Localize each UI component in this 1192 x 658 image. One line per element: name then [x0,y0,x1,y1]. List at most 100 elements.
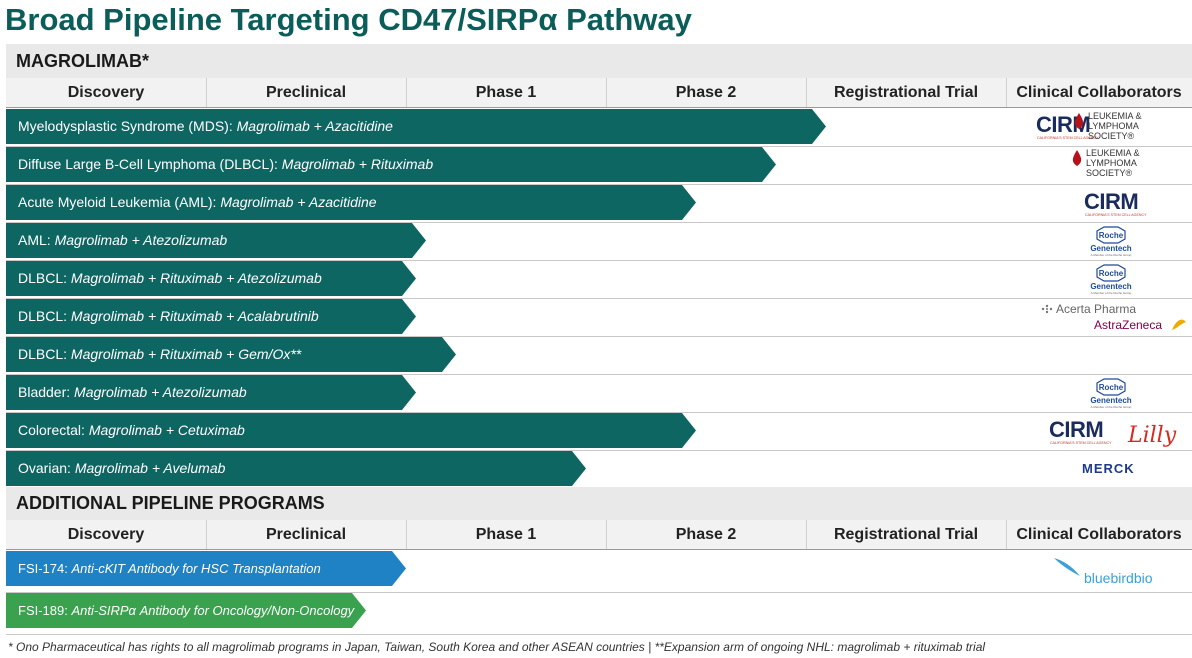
regimen-name: Magrolimab + Atezolizumab [54,232,228,248]
indication-name: Ovarian: [18,460,75,476]
pipeline-row: Diffuse Large B-Cell Lymphoma (DLBCL): M… [6,146,1192,185]
pipeline-progress-bar: Acute Myeloid Leukemia (AML): Magrolimab… [6,185,696,220]
column-header-phase-1: Phase 1 [475,84,537,101]
pipeline-row: Ovarian: Magrolimab + Avelumab MERCK [6,450,1192,489]
svg-text:Genentech: Genentech [1090,282,1131,291]
column-header-preclinical: Preclinical [265,84,347,101]
svg-text:MERCK: MERCK [1082,461,1135,476]
svg-text:A Member of the Roche Group: A Member of the Roche Group [1091,291,1132,295]
indication-name: DLBCL: [18,308,71,324]
pipeline-progress-bar: DLBCL: Magrolimab + Rituximab + Gem/Ox** [6,337,456,372]
magrolimab-heading-label: MAGROLIMAB* [16,51,149,71]
svg-text:Roche: Roche [1099,269,1124,278]
svg-text:Roche: Roche [1099,383,1124,392]
svg-text:Genentech: Genentech [1090,244,1131,253]
clinical-collaborators-cell [1006,337,1192,374]
regimen-name: Magrolimab + Rituximab + Acalabrutinib [70,308,319,324]
svg-text:CIRM: CIRM [1049,417,1103,442]
footnote: * Ono Pharmaceutical has rights to all m… [8,640,986,654]
pipeline-progress-bar: Colorectal: Magrolimab + Cetuximab [6,413,696,448]
regimen-name: Magrolimab + Rituximab + Atezolizumab [70,270,322,286]
roche-genentech-logo: Roche Genentech A Member of the Roche Gr… [1090,226,1132,257]
column-header-registrational-trial: Registrational Trial [833,526,979,543]
svg-text:CALIFORNIA'S STEM CELL AGENCY: CALIFORNIA'S STEM CELL AGENCY [1037,136,1099,140]
indication-name: Diffuse Large B-Cell Lymphoma (DLBCL): [18,156,282,172]
clinical-collaborators-cell: Roche Genentech A Member of the Roche Gr… [1006,375,1192,412]
pipeline-progress-bar: Ovarian: Magrolimab + Avelumab [6,451,586,486]
column-header-discovery: Discovery [67,526,145,543]
svg-text:CIRM: CIRM [1084,189,1138,214]
indication-name: DLBCL: [18,346,71,362]
column-separator [206,78,207,107]
svg-text:bluebirdbio: bluebirdbio [1084,570,1153,586]
column-separator [1006,78,1007,107]
column-separator [606,78,607,107]
cirm-logo: CIRM CALIFORNIA'S STEM CELL AGENCY [1049,417,1112,445]
svg-text:A Member of the Roche Group: A Member of the Roche Group [1091,253,1132,257]
regimen-name: Magrolimab + Azacitidine [236,118,393,134]
pipeline-row: Colorectal: Magrolimab + Cetuximab CIRM C… [6,412,1192,451]
pipeline-row: Acute Myeloid Leukemia (AML): Magrolimab… [6,184,1192,223]
regimen-name: Magrolimab + Atezolizumab [74,384,247,400]
column-separator [1006,520,1007,549]
program-name: FSI-189: [18,603,72,618]
pipeline-progress-bar: FSI-174: Anti-cKIT Antibody for HSC Tran… [6,551,406,586]
pipeline-row-label: FSI-189: Anti-SIRPα Antibody for Oncolog… [18,593,354,628]
pipeline-progress-bar: Bladder: Magrolimab + Atezolizumab [6,375,416,410]
pipeline-row-label: Myelodysplastic Syndrome (MDS): Magrolim… [18,109,393,144]
pipeline-row-label: Ovarian: Magrolimab + Avelumab [18,451,225,486]
pipeline-row-label: FSI-174: Anti-cKIT Antibody for HSC Tran… [18,551,321,586]
clinical-collaborators-cell: MERCK [1006,451,1192,488]
roche-genentech-logo: Roche Genentech A Member of the Roche Gr… [1090,378,1132,409]
column-separator [206,520,207,549]
acerta-astrazeneca-logo: Acerta Pharma AstraZeneca [1041,302,1186,332]
pipeline-row-label: DLBCL: Magrolimab + Rituximab + Atezoliz… [18,261,322,296]
regimen-name: Magrolimab + Avelumab [74,460,226,476]
clinical-collaborators-cell: Acerta Pharma AstraZeneca [1006,299,1192,336]
clinical-collaborators-cell: bluebirdbio [1006,553,1192,590]
column-separator [406,78,407,107]
regimen-name: Magrolimab + Azacitidine [220,194,377,210]
pipeline-row-label: DLBCL: Magrolimab + Rituximab + Gem/Ox** [18,337,301,372]
column-separator [806,78,807,107]
pipeline-row-label: AML: Magrolimab + Atezolizumab [18,223,227,258]
clinical-collaborators-cell: CIRM CALIFORNIA'S STEM CELL AGENCY LEUKE… [1006,109,1192,146]
column-header-phase-2: Phase 2 [675,84,737,101]
clinical-collaborators-cell: LEUKEMIA & LYMPHOMA SOCIETY® [1006,147,1192,184]
program-description: Anti-SIRPα Antibody for Oncology/Non-Onc… [71,603,355,618]
pipeline-row-label: Diffuse Large B-Cell Lymphoma (DLBCL): M… [18,147,433,182]
column-header-registrational-trial: Registrational Trial [833,84,979,101]
svg-text:CALIFORNIA'S STEM CELL AGENCY: CALIFORNIA'S STEM CELL AGENCY [1050,441,1112,445]
pipeline-row: FSI-174: Anti-cKIT Antibody for HSC Tran… [6,550,1192,593]
lls-logo: LEUKEMIA & LYMPHOMA SOCIETY® [1072,148,1142,178]
pipeline-row: DLBCL: Magrolimab + Rituximab + Atezoliz… [6,260,1192,299]
pipeline-row: DLBCL: Magrolimab + Rituximab + Acalabru… [6,298,1192,337]
column-header-phase-2: Phase 2 [675,526,737,543]
page-title: Broad Pipeline Targeting CD47/SIRPα Path… [5,2,692,37]
column-separator [806,520,807,549]
cirm-logo: CIRM CALIFORNIA'S STEM CELL AGENCY [1084,189,1147,217]
svg-text:AstraZeneca: AstraZeneca [1094,318,1162,332]
pipeline-progress-bar: DLBCL: Magrolimab + Rituximab + Atezoliz… [6,261,416,296]
lilly-logo: Lilly [1127,423,1177,448]
column-separator [606,520,607,549]
pipeline-progress-bar: DLBCL: Magrolimab + Rituximab + Acalabru… [6,299,416,334]
svg-text:LEUKEMIA & LYMPHOMA SO: LEUKEMIA & LYMPHOMA SOCIETY® [1086,148,1142,178]
column-header-clinical-collaborators: Clinical Collaborators [1016,84,1182,101]
indication-name: Myelodysplastic Syndrome (MDS): [18,118,237,134]
pipeline-row: Bladder: Magrolimab + Atezolizumab Roche… [6,374,1192,413]
pipeline-row: DLBCL: Magrolimab + Rituximab + Gem/Ox** [6,336,1192,375]
clinical-collaborators-cell [1006,595,1192,632]
svg-text:LEUKEMIA & LYMPHOMA SO: LEUKEMIA & LYMPHOMA SOCIETY® [1088,111,1144,141]
pipeline-progress-bar: Myelodysplastic Syndrome (MDS): Magrolim… [6,109,826,144]
regimen-name: Magrolimab + Rituximab + Gem/Ox** [70,346,302,362]
pipeline-row-label: Colorectal: Magrolimab + Cetuximab [18,413,245,448]
pipeline-progress-bar: FSI-189: Anti-SIRPα Antibody for Oncolog… [6,593,366,628]
magrolimab-section-heading: MAGROLIMAB* [6,44,1192,78]
clinical-collaborators-cell: CIRM CALIFORNIA'S STEM CELL AGENCY [1006,185,1192,222]
pipeline-row: AML: Magrolimab + Atezolizumab Roche Gen… [6,222,1192,261]
indication-name: Bladder: [18,384,75,400]
program-name: FSI-174: [18,561,72,576]
roche-genentech-logo: Roche Genentech A Member of the Roche Gr… [1090,264,1132,295]
